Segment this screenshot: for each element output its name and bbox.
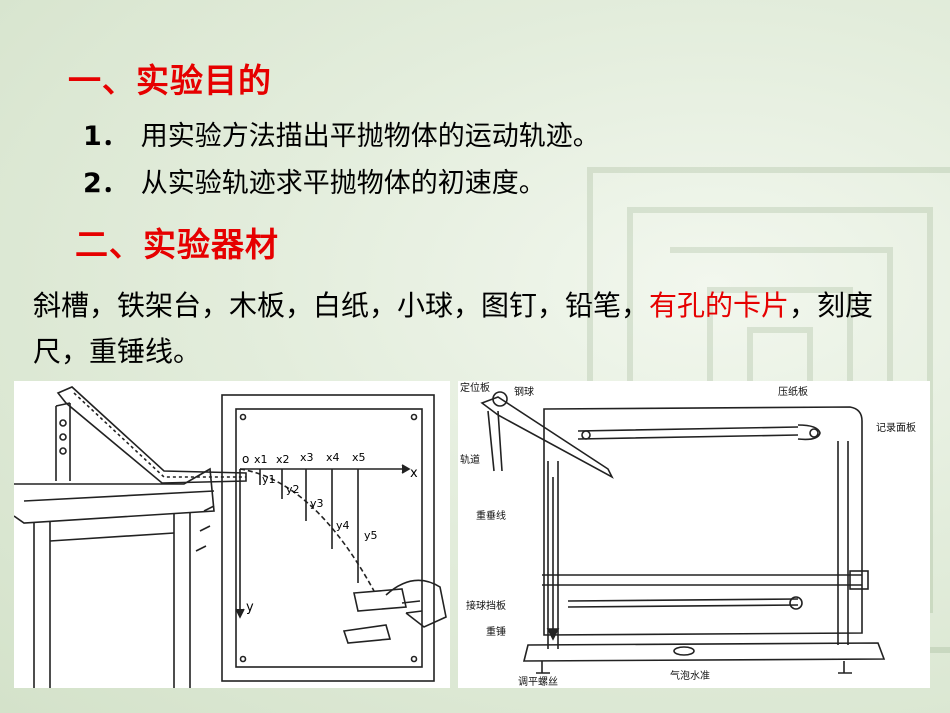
fig1-x-tick-4: x4 bbox=[326, 451, 340, 464]
fig1-x-tick-3: x3 bbox=[300, 451, 314, 464]
fig1-y-tick-1: y1 bbox=[262, 473, 276, 486]
goal-item-2-text: 从实验轨迹求平抛物体的初速度。 bbox=[140, 168, 546, 199]
fig1-origin: o bbox=[242, 452, 249, 466]
fig2-label-weight: 重锤 bbox=[486, 625, 506, 638]
fig1-y-tick-5: y5 bbox=[364, 529, 378, 542]
fig2-label-track: 轨道 bbox=[460, 453, 480, 466]
fig1-y-axis-label: y bbox=[246, 600, 254, 615]
fig2-label-ball: 钢球 bbox=[514, 385, 534, 398]
goal-item-1-text: 用实验方法描出平抛物体的运动轨迹。 bbox=[140, 121, 600, 152]
section1-heading: 一、实验目的 bbox=[68, 61, 272, 100]
goal-item-2: 2． 从实验轨迹求平抛物体的初速度。 bbox=[83, 170, 546, 197]
fig1-x-tick-2: x2 bbox=[276, 453, 290, 466]
fig2-label-locator: 定位板 bbox=[460, 381, 490, 394]
fig1-y-tick-3: y3 bbox=[310, 497, 324, 510]
fig2-label-screw: 调平螺丝 bbox=[518, 676, 558, 688]
figure-apparatus: 定位板 钢球 压纸板 记录面板 轨道 重垂线 接球挡板 重锤 气泡水准 调平螺丝 bbox=[458, 381, 930, 688]
fig1-x-tick-1: x1 bbox=[254, 453, 268, 466]
section2-heading: 二、实验器材 bbox=[75, 225, 279, 264]
fig1-x-tick-5: x5 bbox=[352, 451, 366, 464]
materials-tail: ，刻度尺，重锤线。 bbox=[33, 289, 874, 368]
materials-list: 斜槽，铁架台，木板，白纸，小球，图钉，铅笔，有孔的卡片，刻度尺，重锤线。 bbox=[33, 283, 928, 375]
goal-item-2-num: 2． bbox=[83, 168, 129, 199]
fig2-label-board: 记录面板 bbox=[876, 421, 916, 434]
materials-black: 斜槽，铁架台，木板，白纸，小球，图钉，铅笔， bbox=[33, 289, 650, 322]
materials-red: 有孔的卡片 bbox=[649, 289, 790, 322]
fig2-label-plumb-line: 重垂线 bbox=[476, 509, 506, 522]
fig2-label-catcher: 接球挡板 bbox=[466, 599, 506, 612]
fig1-y-tick-2: y2 bbox=[286, 483, 300, 496]
fig2-label-level: 气泡水准 bbox=[670, 669, 710, 682]
fig2-label-press: 压纸板 bbox=[778, 385, 808, 398]
figure-setup-sketch: o x y x1 x2 x3 x4 x5 y1 y2 y3 y4 y5 bbox=[13, 381, 450, 688]
goal-item-1: 1． 用实验方法描出平抛物体的运动轨迹。 bbox=[83, 123, 600, 150]
goal-item-1-num: 1． bbox=[83, 121, 129, 152]
fig1-y-tick-4: y4 bbox=[336, 519, 350, 532]
fig1-x-axis-label: x bbox=[410, 466, 418, 481]
